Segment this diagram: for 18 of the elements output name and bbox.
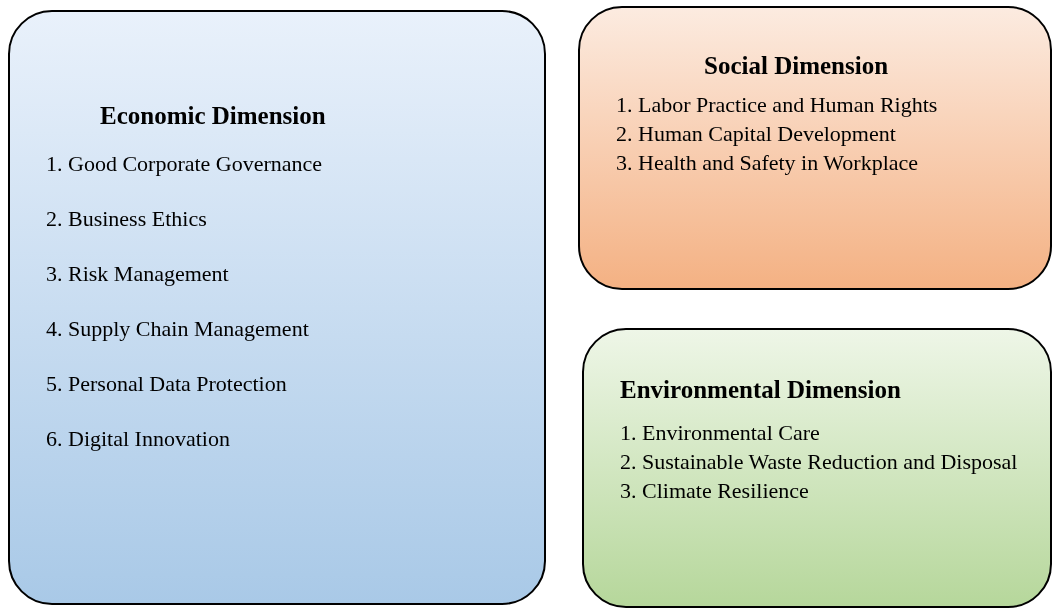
list-item: 5. Personal Data Protection (46, 370, 288, 398)
list-item: 6. Digital Innovation (46, 425, 231, 453)
dimension-card (582, 328, 1052, 608)
list-item: 3. Climate Resilience (620, 477, 810, 505)
dimension-card (578, 6, 1052, 290)
card-heading: Economic Dimension (99, 102, 327, 130)
card-heading: Social Dimension (703, 52, 890, 80)
list-item: 2. Business Ethics (46, 205, 208, 233)
list-item: 3. Risk Management (46, 260, 230, 288)
list-item: 1. Labor Practice and Human Rights (616, 91, 939, 119)
list-item: 4. Supply Chain Management (46, 315, 310, 343)
list-item: 1. Good Corporate Governance (46, 150, 324, 178)
list-item: 3. Health and Safety in Workplace (616, 149, 920, 177)
list-item: 2. Sustainable Waste Reduction and Disposal (620, 448, 1019, 476)
card-heading: Environmental Dimension (620, 376, 902, 404)
dimension-card (8, 10, 546, 605)
list-item: 2. Human Capital Development (616, 120, 897, 148)
list-item: 1. Environmental Care (620, 419, 821, 447)
